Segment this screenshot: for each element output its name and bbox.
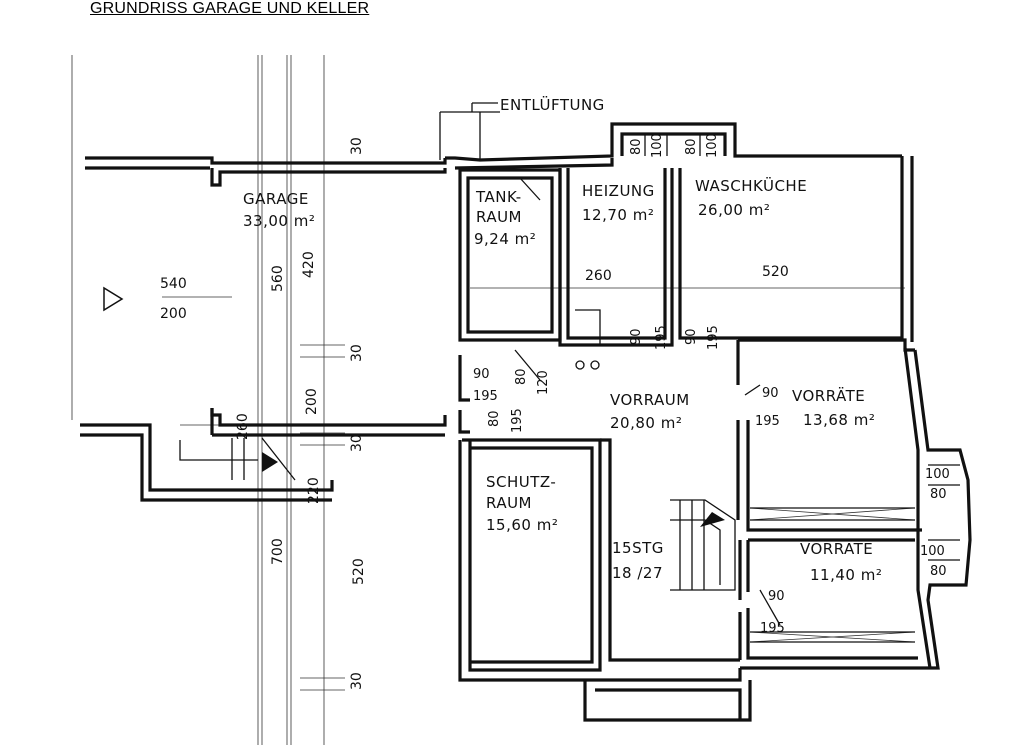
vorraete-1-area: 13,68 m² — [803, 411, 875, 429]
drawing-title: GRUNDRISS GARAGE UND KELLER — [90, 0, 370, 17]
dim-e100b: 100 — [705, 133, 720, 158]
schutzraum-area: 15,60 m² — [486, 516, 558, 534]
dim-200: 200 — [160, 306, 187, 322]
dim-520: 520 — [762, 264, 789, 280]
heizung-area: 12,70 m² — [582, 206, 654, 224]
dim-v2-195: 195 — [760, 621, 785, 636]
dim-b80a: 80 — [930, 487, 947, 502]
dim-e80b: 80 — [684, 138, 699, 155]
dim-30-bottom: 30 — [349, 672, 365, 690]
dim-c195a: 195 — [473, 389, 498, 404]
dim-700: 700 — [270, 538, 286, 565]
dim-h195: 195 — [654, 325, 669, 350]
walls — [80, 122, 972, 722]
tankraum-name-1: TANK- — [475, 188, 522, 206]
dim-e100a: 100 — [650, 133, 665, 158]
plan-details — [103, 102, 960, 643]
stairs-ratio: 18 /27 — [612, 564, 663, 582]
dim-c120: 120 — [536, 370, 551, 395]
schutzraum-name-1: SCHUTZ- — [486, 473, 556, 491]
garage-area: 33,00 m² — [243, 212, 315, 230]
dim-v2-90: 90 — [768, 589, 785, 604]
vorraum-name: VORRAUM — [610, 391, 690, 409]
dim-30-low: 30 — [349, 434, 365, 452]
stairs-count: 15STG — [612, 539, 664, 557]
dim-420: 420 — [301, 251, 317, 278]
heizung-name: HEIZUNG — [582, 182, 655, 200]
dim-w90: 90 — [684, 328, 699, 345]
dim-30-mid: 30 — [349, 344, 365, 362]
dim-e80a: 80 — [629, 138, 644, 155]
dim-30-top: 30 — [349, 137, 365, 155]
dim-540: 540 — [160, 276, 187, 292]
entlueftung-label: ENTLÜFTUNG — [500, 95, 605, 114]
dimension-labels: 540 200 260 520 195 90 90 195 90 195 100… — [160, 133, 950, 690]
room-labels: GARAGE 33,00 m² TANK- RAUM 9,24 m² HEIZU… — [243, 95, 882, 584]
vorraete-1-name: VORRÄTE — [792, 386, 865, 405]
tankraum-name-2: RAUM — [476, 208, 522, 226]
dim-560: 560 — [270, 265, 286, 292]
dim-200v: 200 — [304, 388, 320, 415]
dim-c90: 90 — [473, 367, 490, 382]
dim-520v: 520 — [351, 558, 367, 585]
vorraete-2-name: VORRÄTE — [800, 539, 873, 558]
dim-260: 260 — [585, 268, 612, 284]
dim-v1-195: 195 — [755, 414, 780, 429]
waschkueche-name: WASCHKÜCHE — [695, 176, 807, 195]
dim-c80: 80 — [514, 368, 529, 385]
dim-c80b: 80 — [487, 410, 502, 427]
vorraum-area: 20,80 m² — [610, 414, 682, 432]
vorraete-2-area: 11,40 m² — [810, 566, 882, 584]
dim-260v: 260 — [235, 413, 251, 440]
garage-name: GARAGE — [243, 190, 309, 208]
waschkueche-area: 26,00 m² — [698, 201, 770, 219]
dim-b80b: 80 — [930, 564, 947, 579]
tankraum-area: 9,24 m² — [474, 230, 536, 248]
dim-h90: 90 — [629, 328, 644, 345]
dim-b100b: 100 — [920, 544, 945, 559]
dim-w195: 195 — [706, 325, 721, 350]
dim-b100a: 100 — [925, 467, 950, 482]
schutzraum-name-2: RAUM — [486, 494, 532, 512]
dim-v1-90: 90 — [762, 386, 779, 401]
dim-220: 220 — [306, 477, 322, 504]
dim-c195b: 195 — [510, 408, 525, 433]
